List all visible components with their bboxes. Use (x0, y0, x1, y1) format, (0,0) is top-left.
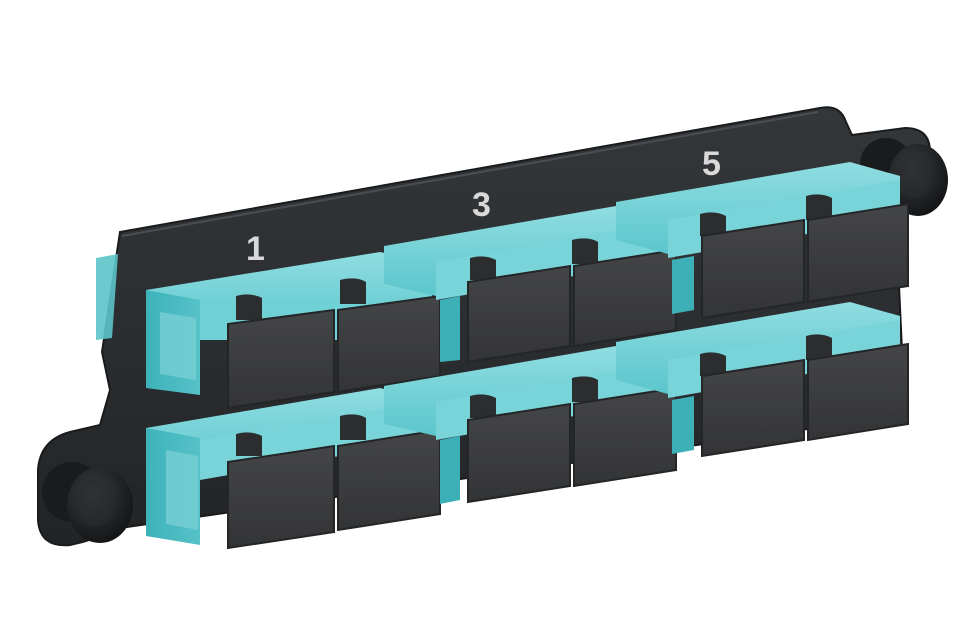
dust-cap-port-5b[interactable] (807, 202, 909, 304)
dust-cap-port-5a[interactable] (701, 218, 805, 320)
dust-cap-port-4a[interactable] (467, 402, 571, 504)
dust-cap-port-1a[interactable] (227, 308, 335, 410)
dust-cap-port-6b[interactable] (807, 342, 909, 442)
port-label-1: 1 (246, 230, 265, 268)
dust-cap-port-1b[interactable] (337, 294, 441, 394)
dust-cap-port-2a[interactable] (227, 444, 335, 550)
dust-cap-port-3b[interactable] (573, 248, 677, 348)
port-label-3: 3 (472, 186, 491, 224)
dust-cap-port-2b[interactable] (337, 428, 441, 532)
port-label-5: 5 (702, 145, 721, 183)
dust-cap-port-4b[interactable] (573, 386, 677, 488)
dust-cap-port-3a[interactable] (467, 264, 571, 364)
left-captive-screw-icon[interactable] (42, 462, 133, 543)
dust-cap-port-6a[interactable] (701, 358, 805, 458)
